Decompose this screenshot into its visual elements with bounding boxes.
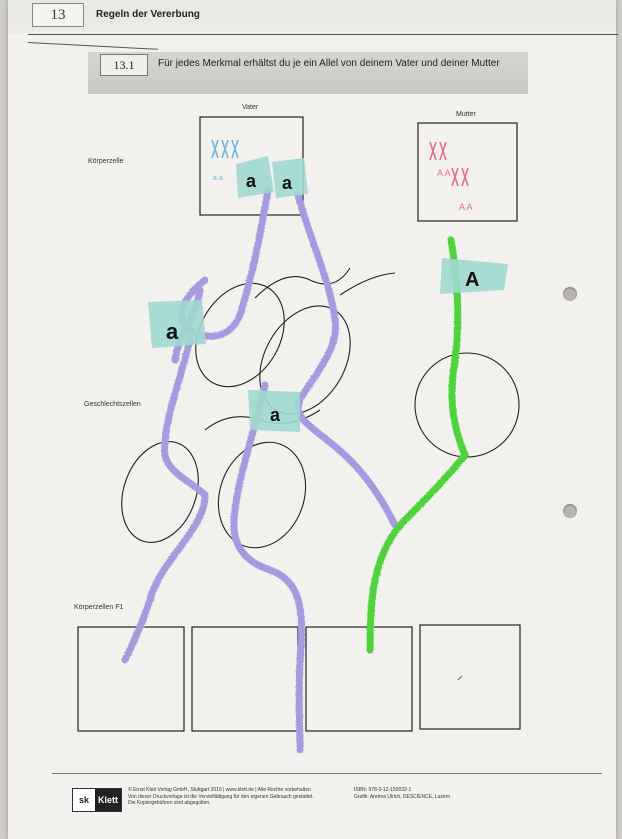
f1-cell-box: [192, 627, 298, 731]
allele-tag-text: a: [282, 173, 293, 193]
arrow-line: [255, 268, 350, 298]
purple-pipe-cleaner: [234, 385, 302, 750]
f1-cell-box: [420, 625, 520, 729]
purple-pipe-cleaners: [125, 190, 395, 750]
purple-pipe-cleaner: [125, 340, 205, 660]
f1-cell-box: [306, 627, 412, 731]
mother-allele-drawing-2: A A: [459, 202, 473, 212]
allele-tag-text: a: [246, 171, 257, 191]
gamete-ellipse: [204, 430, 320, 560]
green-pipe-cleaner: [370, 240, 465, 650]
tape-tag: a: [148, 300, 206, 348]
green-pipe-cleaner-strand: [370, 240, 465, 650]
tape-tag: a: [272, 158, 308, 198]
allele-tag-text: a: [166, 319, 179, 344]
tape-tag: A: [440, 258, 508, 294]
mother-chromosome-drawing: [430, 142, 468, 186]
arrow-line: [340, 273, 395, 295]
allele-tag-text: A: [465, 269, 479, 291]
tape-tag: a: [248, 390, 300, 432]
allele-tag-text: a: [270, 405, 281, 425]
tape-tag: a: [236, 156, 274, 198]
father-allele-drawing: a a: [213, 175, 223, 182]
purple-pipe-cleaner: [298, 195, 395, 525]
mother-allele-drawing-1: A A: [437, 168, 451, 178]
gamete-circle: [415, 353, 519, 457]
father-chromosome-drawing: [212, 140, 238, 158]
pencil-mark: [458, 676, 462, 680]
